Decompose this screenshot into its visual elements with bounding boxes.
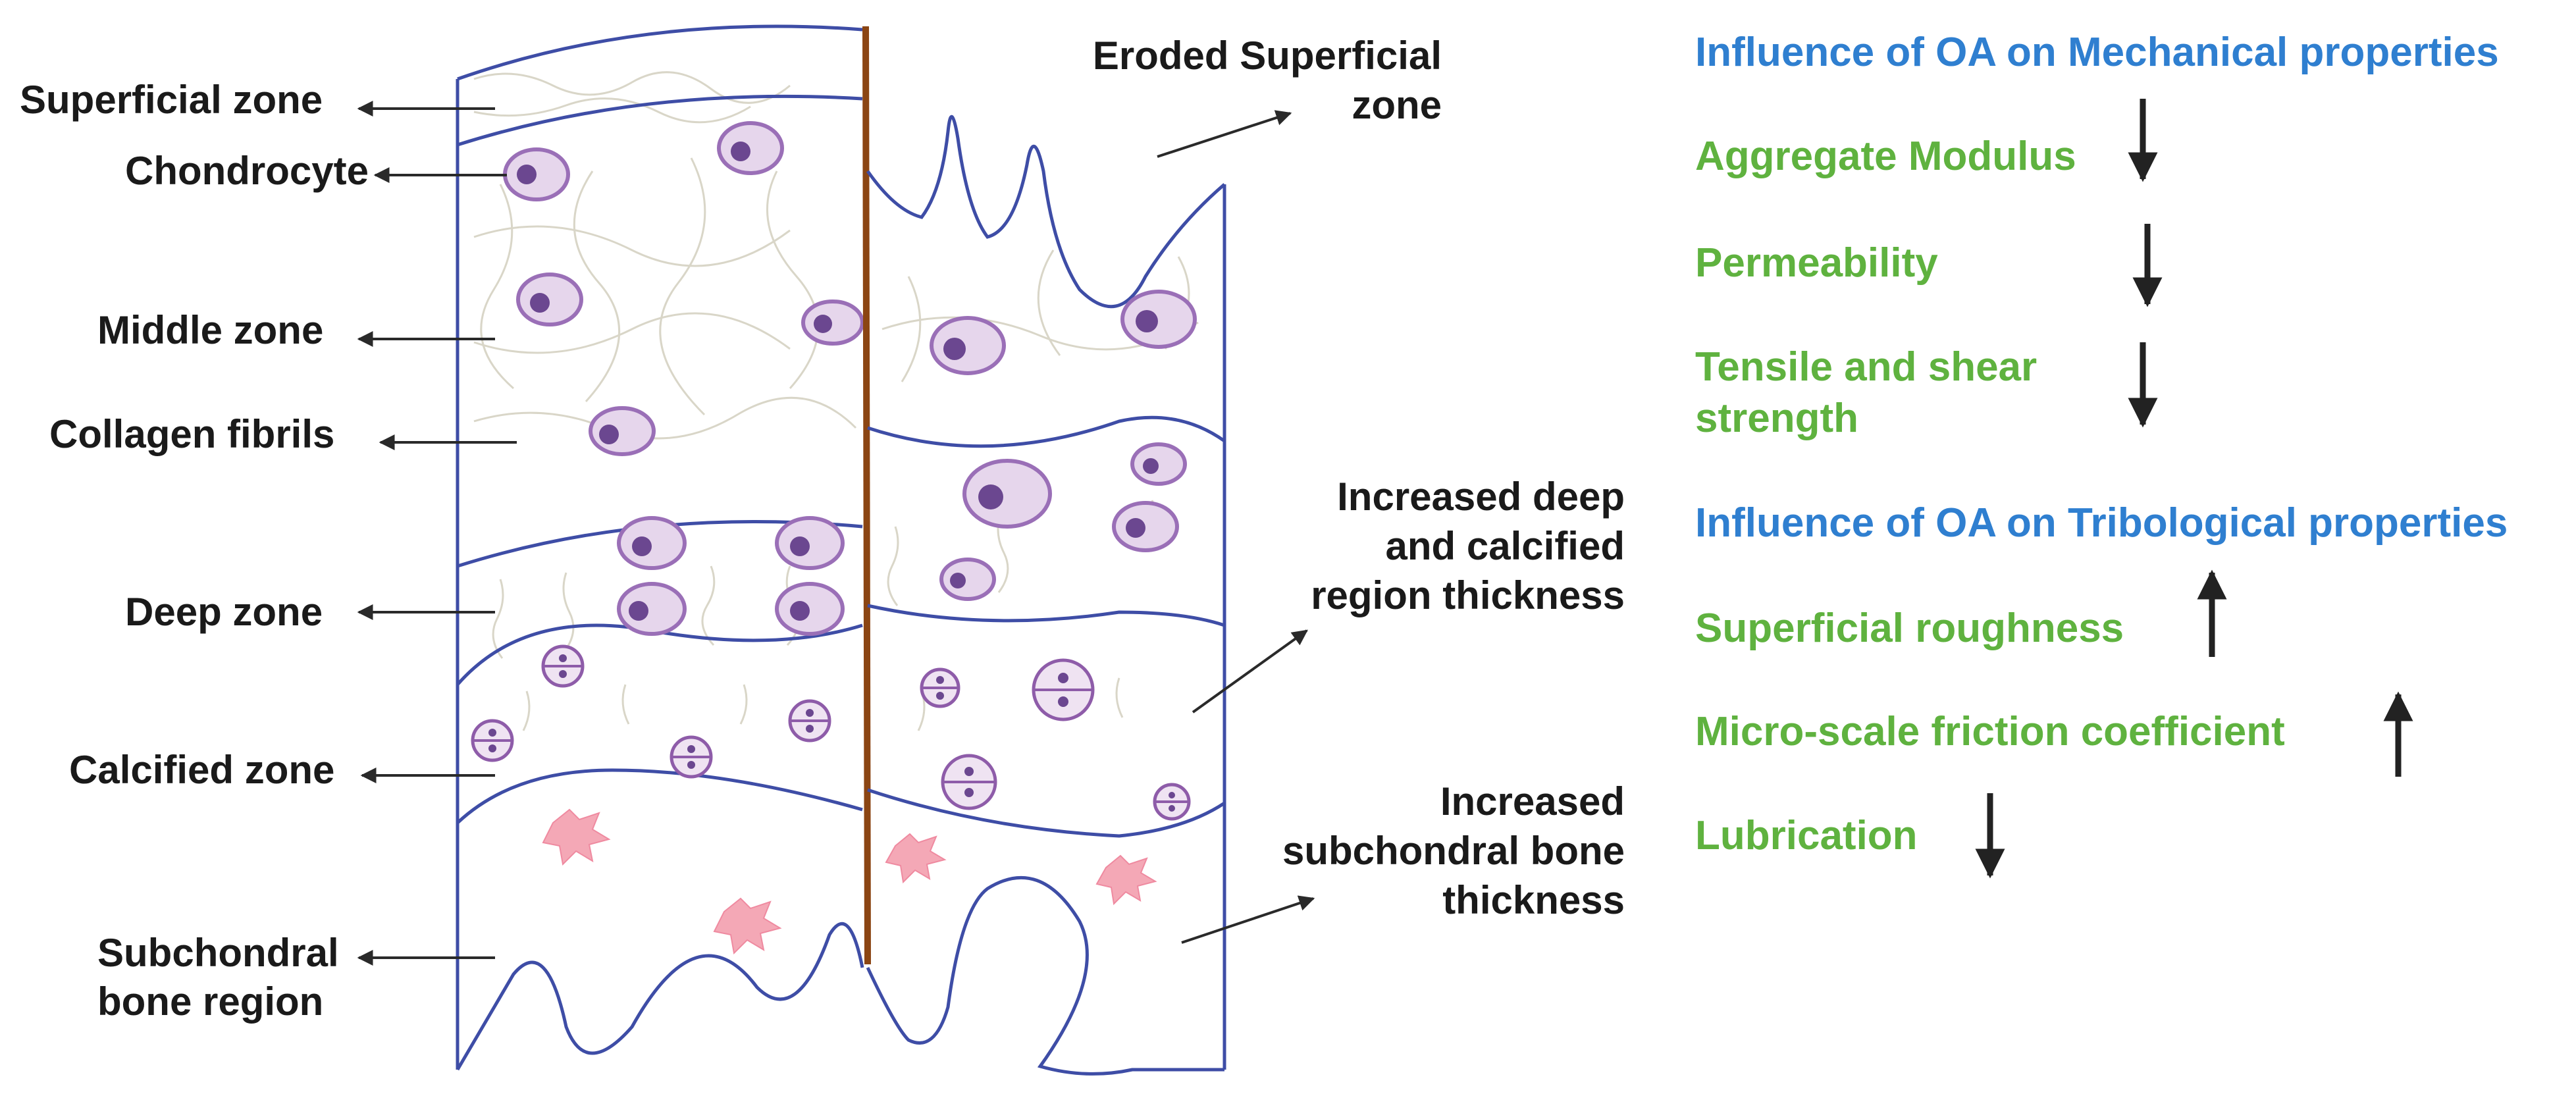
mechanical-heading: Influence of OA on Mechanical properties: [1695, 30, 2499, 75]
chondrocyte: [939, 558, 996, 601]
label-subchondral-line1: Subchondral: [97, 931, 339, 975]
chondrocyte: [775, 582, 845, 636]
oa-tidemark-boundary: [867, 788, 1226, 838]
label-eroded-line2: zone: [1352, 83, 1442, 127]
label-subchondral-line2: bone region: [97, 979, 323, 1024]
healthy-subchondral-bottom: [456, 922, 864, 1071]
oa-labels: Eroded Superficial zone Increased deep a…: [1093, 34, 1625, 944]
pointer-subchondral-thickness: [1181, 895, 1315, 944]
chondrocyte: [617, 582, 687, 636]
label-collagen-fibrils: Collagen fibrils: [49, 412, 334, 456]
chondrocyte: [930, 316, 1006, 375]
pointer-deep-calcified: [1192, 629, 1308, 714]
osteocyte: [885, 833, 947, 884]
label-deep-line2: and calcified: [1386, 524, 1625, 568]
healthy-outer-edge: [457, 24, 863, 81]
calcified-chondrocyte: [788, 699, 831, 742]
chondrocyte: [1120, 290, 1197, 349]
left-labels: Superficial zone Chondrocyte Middle zone…: [20, 78, 517, 1024]
label-bone-line1: Increased: [1440, 779, 1625, 823]
lubrication-label: Lubrication: [1695, 813, 1918, 858]
chondrocyte: [1112, 501, 1179, 552]
label-superficial-zone: Superficial zone: [20, 78, 323, 122]
calcified-chondrocyte: [941, 754, 997, 810]
calcified-chondrocyte: [920, 667, 960, 708]
calcified-chondrocyte: [670, 735, 713, 779]
label-deep-line1: Increased deep: [1337, 475, 1625, 519]
chondrocyte: [1130, 442, 1187, 486]
chondrocyte: [589, 406, 656, 456]
label-middle-zone: Middle zone: [97, 308, 323, 352]
tidemark-boundary: [456, 768, 863, 824]
tribological-heading: Influence of OA on Tribological properti…: [1695, 500, 2508, 546]
label-eroded-line1: Eroded Superficial: [1093, 34, 1442, 78]
calcified-chondrocyte: [471, 719, 514, 762]
label-calcified-zone: Calcified zone: [69, 748, 334, 792]
friction-coefficient-label: Micro-scale friction coefficient: [1695, 709, 2285, 754]
oa-subchondral-bottom: [866, 875, 1224, 1076]
healthy-cartilage: [456, 24, 864, 1071]
aggregate-modulus-label: Aggregate Modulus: [1695, 134, 2076, 179]
osteocyte: [542, 808, 611, 866]
oa-cartilage: [866, 115, 1226, 1076]
oa-middle-deep-boundary: [867, 415, 1226, 448]
chondrocyte: [617, 516, 687, 570]
label-bone-line3: thickness: [1442, 878, 1625, 922]
calcified-chondrocyte: [541, 644, 585, 688]
tensile-shear-label-line1: Tensile and shear: [1695, 344, 2037, 390]
calcified-chondrocyte: [1153, 783, 1191, 821]
tensile-shear-label-line2: strength: [1695, 396, 1858, 441]
chondrocyte: [962, 459, 1052, 529]
label-bone-line2: subchondral bone: [1282, 829, 1625, 873]
chondrocyte: [801, 300, 864, 346]
calcified-chondrocyte: [1032, 658, 1095, 721]
pointer-eroded-zone: [1157, 110, 1292, 158]
label-deep-zone: Deep zone: [125, 590, 323, 634]
oa-deep-calcified-boundary: [867, 604, 1225, 627]
chondrocyte: [503, 147, 570, 201]
label-deep-line3: region thickness: [1311, 573, 1625, 617]
superficial-boundary: [457, 94, 863, 147]
superficial-roughness-label: Superficial roughness: [1695, 606, 2124, 651]
label-chondrocyte: Chondrocyte: [125, 149, 369, 193]
chondrocyte: [775, 516, 845, 570]
healthy-oa-divider: [862, 26, 871, 965]
osteocyte: [1095, 854, 1157, 906]
osteocyte: [713, 897, 782, 955]
chondrocyte: [717, 121, 784, 175]
chondrocyte: [516, 273, 583, 326]
permeability-label: Permeability: [1695, 240, 1938, 286]
eroded-surface: [866, 115, 1226, 309]
properties-panel: Influence of OA on Mechanical properties…: [1695, 30, 2508, 879]
